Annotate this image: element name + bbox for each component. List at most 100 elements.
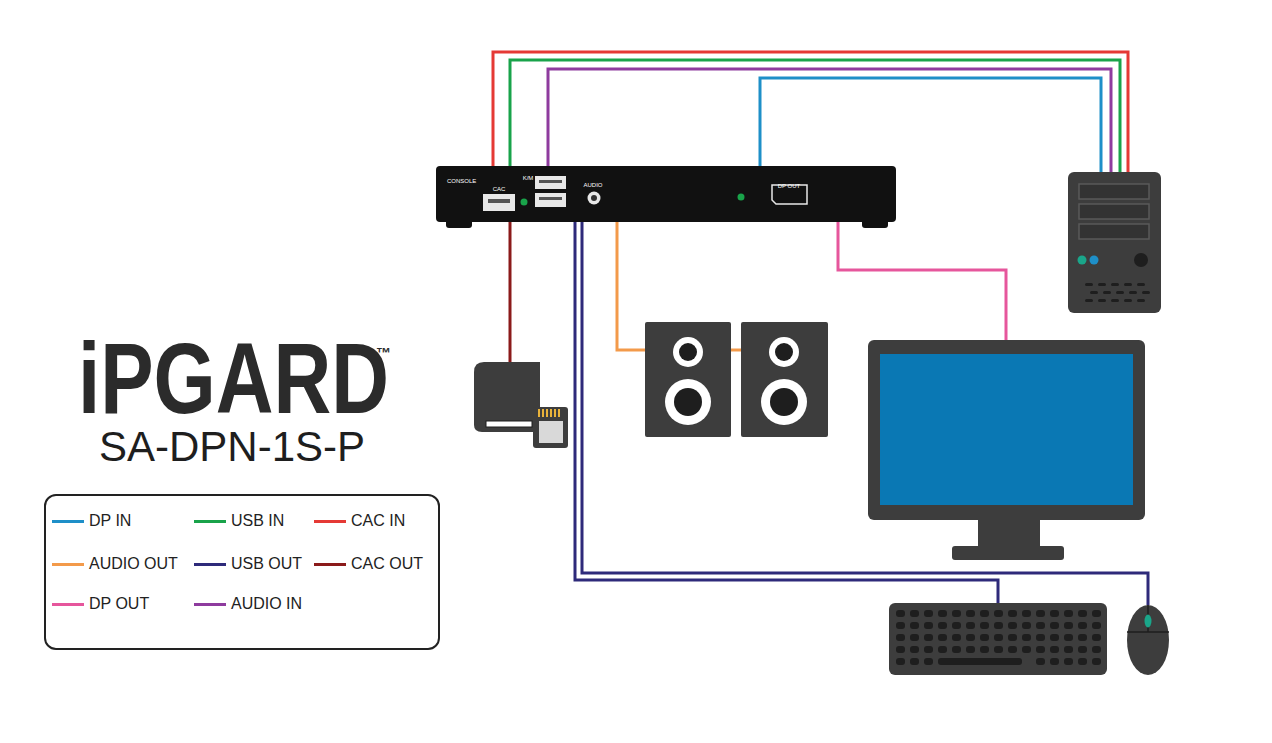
speaker xyxy=(645,322,731,437)
legend-entry: AUDIO IN xyxy=(194,594,302,614)
keyboard xyxy=(1050,610,1059,617)
speaker xyxy=(679,343,697,361)
legend-label: USB IN xyxy=(231,512,284,530)
usb-port xyxy=(535,176,566,189)
kvm-switch: CONSOLECACK/MAUDIODP OUT xyxy=(436,166,896,222)
computer-tower xyxy=(1098,283,1106,286)
cable xyxy=(838,222,1006,340)
port-label: AUDIO xyxy=(583,182,602,188)
smart-card xyxy=(533,407,568,448)
keyboard xyxy=(910,634,919,641)
usb-port xyxy=(539,197,562,200)
keyboard xyxy=(1078,622,1087,629)
port-label: CAC xyxy=(493,186,506,192)
speaker xyxy=(761,379,807,425)
keyboard xyxy=(896,646,905,653)
keyboard xyxy=(1078,634,1087,641)
cable xyxy=(731,349,741,352)
legend-label: DP IN xyxy=(89,512,131,530)
keyboard xyxy=(1064,610,1073,617)
keyboard xyxy=(952,646,961,653)
keyboard xyxy=(938,622,947,629)
status-led xyxy=(738,194,745,201)
computer-tower xyxy=(1124,283,1132,286)
keyboard xyxy=(896,622,905,629)
keyboard xyxy=(980,634,989,641)
keyboard xyxy=(1008,610,1017,617)
computer-tower xyxy=(1116,291,1124,294)
keyboard xyxy=(1022,622,1031,629)
keyboard xyxy=(994,610,1003,617)
legend-label: DP OUT xyxy=(89,595,149,613)
keyboard xyxy=(980,622,989,629)
computer-tower xyxy=(1079,184,1149,199)
legend-swatch xyxy=(194,563,226,566)
computer-tower xyxy=(1129,291,1137,294)
legend-box: DP INUSB INCAC INAUDIO OUTUSB OUTCAC OUT… xyxy=(44,494,440,650)
keyboard xyxy=(1036,658,1045,665)
keyboard xyxy=(1050,646,1059,653)
monitor xyxy=(880,354,1133,505)
cac-reader xyxy=(474,362,540,432)
keyboard xyxy=(896,610,1101,665)
legend-label: CAC IN xyxy=(351,512,405,530)
keyboard xyxy=(938,610,947,617)
keyboard xyxy=(938,646,947,653)
port-label: DP OUT xyxy=(778,183,801,189)
status-led xyxy=(521,199,528,206)
usb-port xyxy=(539,180,562,183)
computer-tower xyxy=(1137,299,1145,302)
keyboard xyxy=(1036,622,1045,629)
keyboard xyxy=(994,646,1003,653)
speaker xyxy=(775,343,793,361)
monitor xyxy=(868,340,1145,560)
keyboard xyxy=(1064,634,1073,641)
legend-swatch xyxy=(314,563,346,566)
legend-entry: DP OUT xyxy=(52,594,149,614)
keyboard xyxy=(1092,610,1101,617)
cable xyxy=(548,69,1111,172)
cac-reader xyxy=(474,362,540,432)
keyboard xyxy=(1050,622,1059,629)
speaker xyxy=(645,322,828,437)
keyboard xyxy=(1078,646,1087,653)
keyboard xyxy=(1092,658,1101,665)
keyboard xyxy=(994,634,1003,641)
port-panel xyxy=(436,166,896,222)
keyboard xyxy=(952,634,961,641)
trademark-mark: ™ xyxy=(376,345,391,360)
audio-jack xyxy=(591,195,597,201)
audio-jack xyxy=(588,192,601,205)
cable xyxy=(617,222,645,350)
computer-tower xyxy=(1137,283,1145,286)
smart-card xyxy=(539,421,563,443)
keyboard xyxy=(980,610,989,617)
legend-swatch xyxy=(52,520,84,523)
cable xyxy=(510,60,1120,172)
legend-label: AUDIO OUT xyxy=(89,555,178,573)
keyboard xyxy=(1022,610,1031,617)
keyboard xyxy=(889,603,1107,675)
keyboard xyxy=(896,634,905,641)
legend-label: AUDIO IN xyxy=(231,595,302,613)
keyboard xyxy=(896,610,905,617)
keyboard xyxy=(924,634,933,641)
keyboard xyxy=(1036,646,1045,653)
speaker xyxy=(769,337,799,367)
keyboard xyxy=(1064,622,1073,629)
keyboard xyxy=(1036,610,1045,617)
keyboard xyxy=(910,646,919,653)
keyboard xyxy=(952,610,961,617)
keyboard xyxy=(1036,634,1045,641)
speaker xyxy=(770,388,798,416)
port-label: CONSOLE xyxy=(447,178,476,184)
legend-swatch xyxy=(194,520,226,523)
computer-tower xyxy=(1085,283,1150,302)
keyboard xyxy=(924,622,933,629)
usb-port xyxy=(535,193,566,207)
computer-tower xyxy=(1103,291,1111,294)
keyboard xyxy=(1022,646,1031,653)
computer-tower xyxy=(1079,204,1149,219)
